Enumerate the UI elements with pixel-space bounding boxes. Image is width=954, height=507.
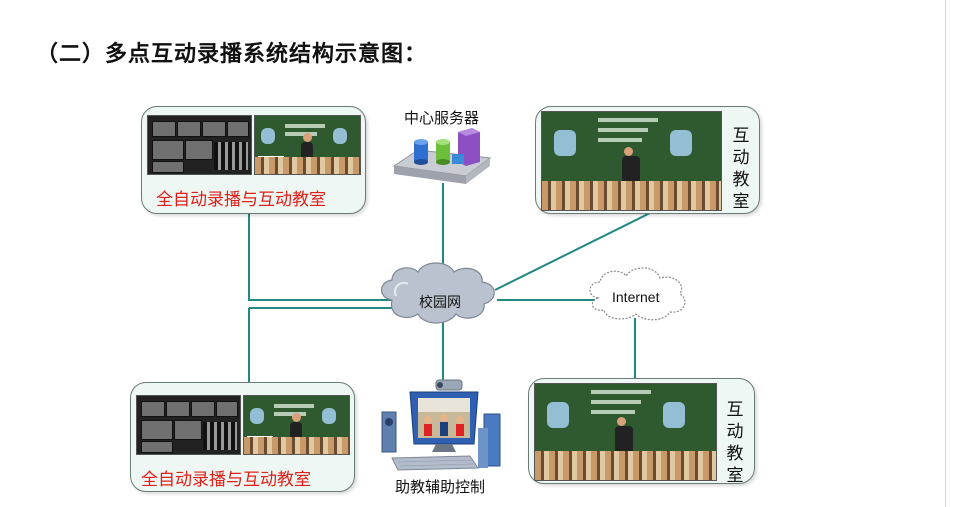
classroom-bottom-card: 互动教室 [528,378,755,486]
classroom-top-view [541,111,722,211]
classroom-bottom-view [534,383,717,481]
central-server-label: 中心服务器 [404,109,480,127]
recording-room-bottom-card: 全自动录播与互动教室 [130,382,355,492]
link-recording-top-to-campus [248,212,420,301]
page-title: （二）多点互动录播系统结构示意图： [36,42,428,67]
server-icon [392,128,492,184]
recording-room-bottom-class-view [243,395,350,455]
internet-label: Internet [612,289,660,305]
classroom-bottom-label: 互动教室 [726,400,744,486]
recording-room-top-monitor-wall [147,115,252,175]
link-campus-to-classroom-top [494,212,651,291]
recording-room-bottom-monitor-wall [136,395,241,455]
recording-room-top-card: 全自动录播与互动教室 [141,106,366,214]
camera-icon [435,379,463,391]
recording-room-top-class-view [254,115,361,175]
campus-network-label: 校园网 [419,295,461,311]
classroom-top-label: 互动教室 [732,126,750,212]
recording-room-bottom-caption: 全自动录播与互动教室 [141,470,311,490]
internet-cloud-icon [589,267,686,321]
classroom-top-card: 互动教室 [535,106,760,214]
computer-icon [381,379,501,471]
assistant-control-label: 助教辅助控制 [395,478,486,496]
recording-room-top-caption: 全自动录播与互动教室 [156,190,326,210]
campus-cloud-icon [380,262,495,324]
page-right-border [945,0,946,507]
